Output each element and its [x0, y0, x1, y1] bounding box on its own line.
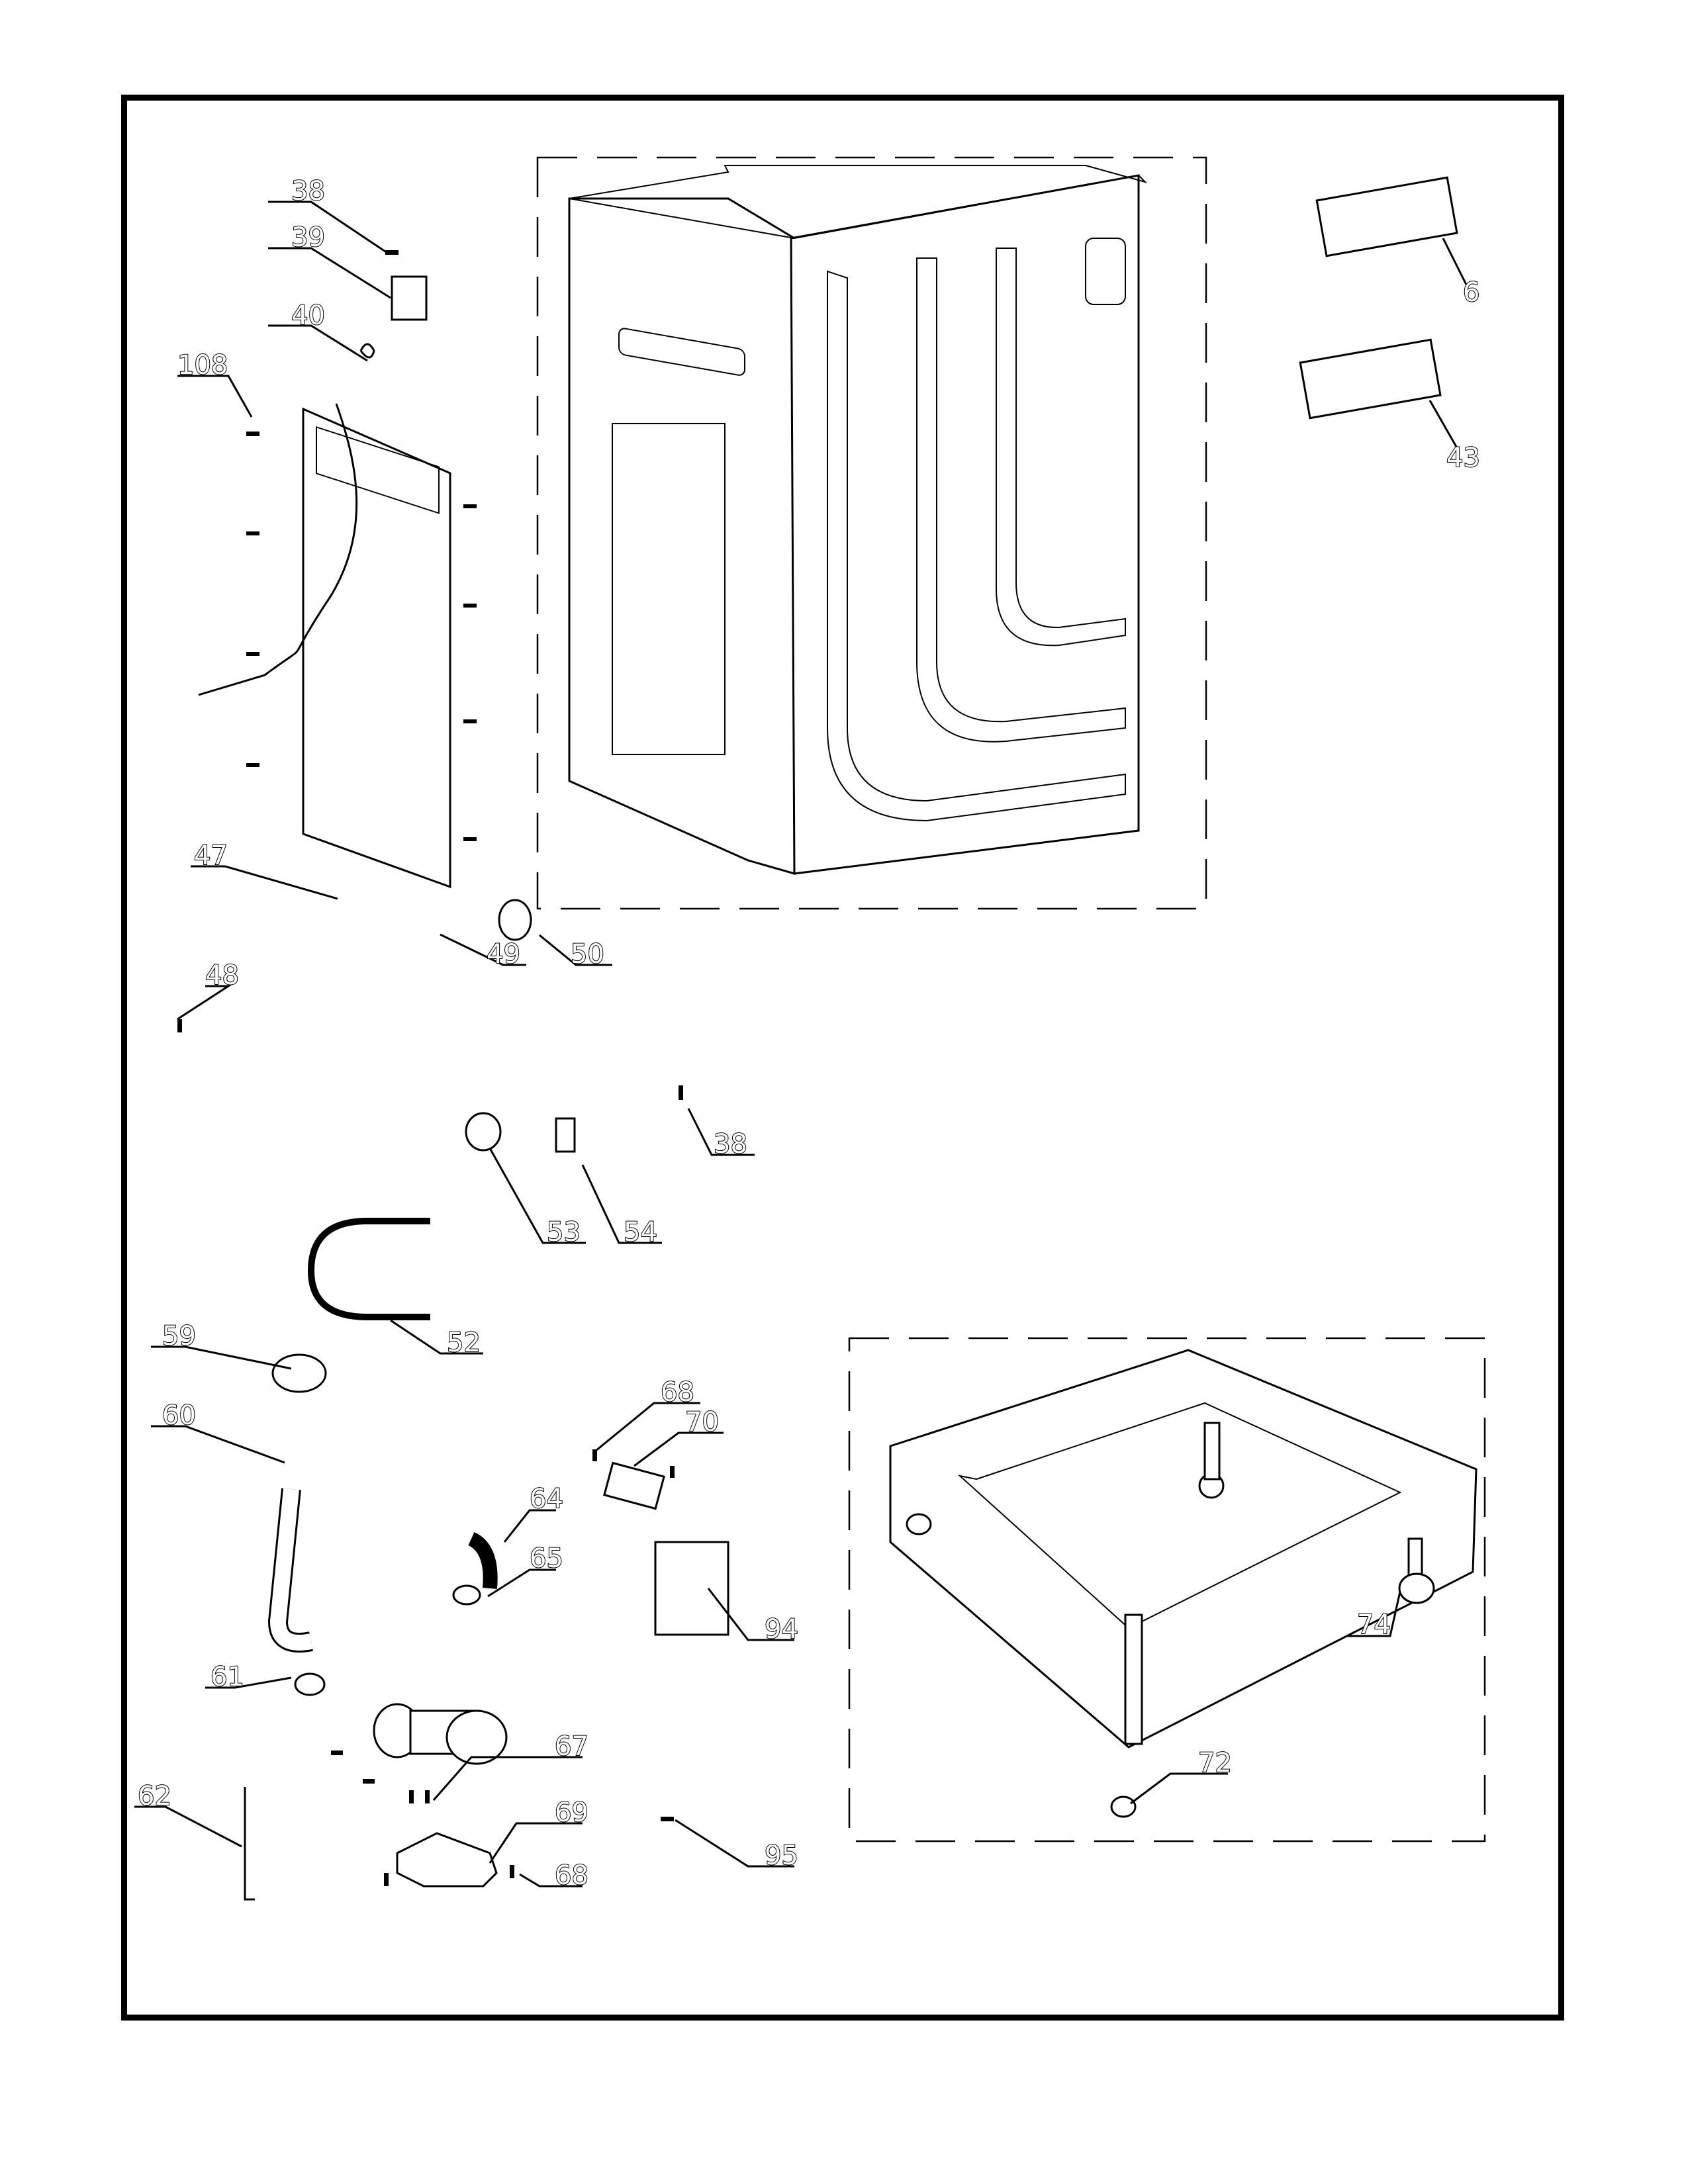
drain-hose-60-inner [269, 1488, 313, 1651]
callout-69: 69 [555, 1797, 588, 1828]
callout-68-lower: 68 [555, 1860, 588, 1891]
switch-70-part [603, 1461, 665, 1510]
drain-pump-part [373, 1703, 508, 1765]
callout-65: 65 [530, 1543, 563, 1574]
callout-54: 54 [624, 1217, 657, 1248]
callout-68-upper: 68 [661, 1377, 694, 1408]
callout-59: 59 [162, 1321, 196, 1351]
back-panel-part [302, 407, 451, 889]
screw-icon [385, 250, 399, 255]
drawing-frame [121, 95, 1564, 2021]
callout-64: 64 [530, 1484, 563, 1514]
screw-icon [463, 504, 477, 508]
screw-icon [463, 604, 477, 608]
power-cord-47-part [198, 403, 358, 696]
screw-icon [425, 1790, 430, 1803]
callout-47: 47 [194, 841, 228, 871]
hose-52-part [307, 1218, 430, 1320]
base-group-box [848, 1337, 1486, 1843]
screw-icon [246, 763, 259, 767]
screws [177, 250, 683, 1886]
hose-clamp-61-part [294, 1672, 326, 1696]
callout-50: 50 [571, 939, 604, 970]
callout-38-top: 38 [291, 176, 325, 206]
panel-94-part [654, 1541, 729, 1636]
callout-62: 62 [138, 1781, 171, 1811]
callout-52: 52 [447, 1328, 481, 1358]
callout-70: 70 [685, 1407, 719, 1437]
leader-lines [134, 201, 1468, 1888]
callout-53: 53 [547, 1217, 581, 1248]
screw-icon [670, 1466, 675, 1478]
callout-94: 94 [765, 1614, 798, 1645]
callout-43: 43 [1446, 443, 1480, 473]
hose-clamp-59-part [271, 1353, 327, 1393]
screw-icon [177, 1019, 182, 1032]
cabinet-part [568, 165, 1148, 875]
screw-icon [246, 432, 259, 436]
clip-40-part [359, 343, 375, 359]
screw-icon [463, 837, 477, 841]
callout-38-mid: 38 [714, 1129, 747, 1160]
screw-icon [592, 1449, 597, 1461]
screw-icon [246, 652, 259, 656]
callout-6: 6 [1463, 277, 1479, 308]
bracket-39-part [391, 275, 428, 321]
callout-72: 72 [1198, 1748, 1232, 1778]
screw-icon [679, 1085, 683, 1100]
screw-icon [246, 531, 259, 535]
pad-43-part [1299, 338, 1442, 420]
screw-icon [510, 1865, 514, 1878]
screw-icon [661, 1817, 674, 1821]
callout-60: 60 [162, 1400, 196, 1431]
callout-61: 61 [211, 1662, 244, 1692]
screw-icon [384, 1873, 389, 1886]
callout-40: 40 [291, 300, 325, 331]
elbow-hose-64-part [467, 1531, 498, 1589]
wire-harness-62-part [244, 1787, 255, 1901]
base-part [889, 1349, 1477, 1818]
callout-39: 39 [291, 222, 325, 253]
grommet-50-part [498, 899, 532, 941]
spacer-54-part [555, 1117, 576, 1153]
hose-clamp-65-part [452, 1584, 481, 1606]
callout-labels: 38 39 40 108 6 43 47 48 49 50 38 53 54 5… [137, 175, 1481, 1891]
screw-icon [409, 1790, 414, 1803]
callout-74: 74 [1357, 1610, 1391, 1640]
pad-6-part [1315, 176, 1458, 257]
callout-67: 67 [555, 1731, 588, 1762]
screw-icon [331, 1751, 343, 1755]
cabinet-group-box [536, 156, 1207, 910]
screw-icon [463, 719, 477, 723]
ring-53-part [465, 1112, 502, 1152]
callout-48: 48 [205, 960, 239, 991]
callout-108: 108 [177, 350, 228, 381]
screw-icon [363, 1779, 375, 1784]
pump-cover-69-part [396, 1832, 498, 1888]
callout-49: 49 [487, 939, 520, 970]
callout-95: 95 [765, 1841, 798, 1871]
